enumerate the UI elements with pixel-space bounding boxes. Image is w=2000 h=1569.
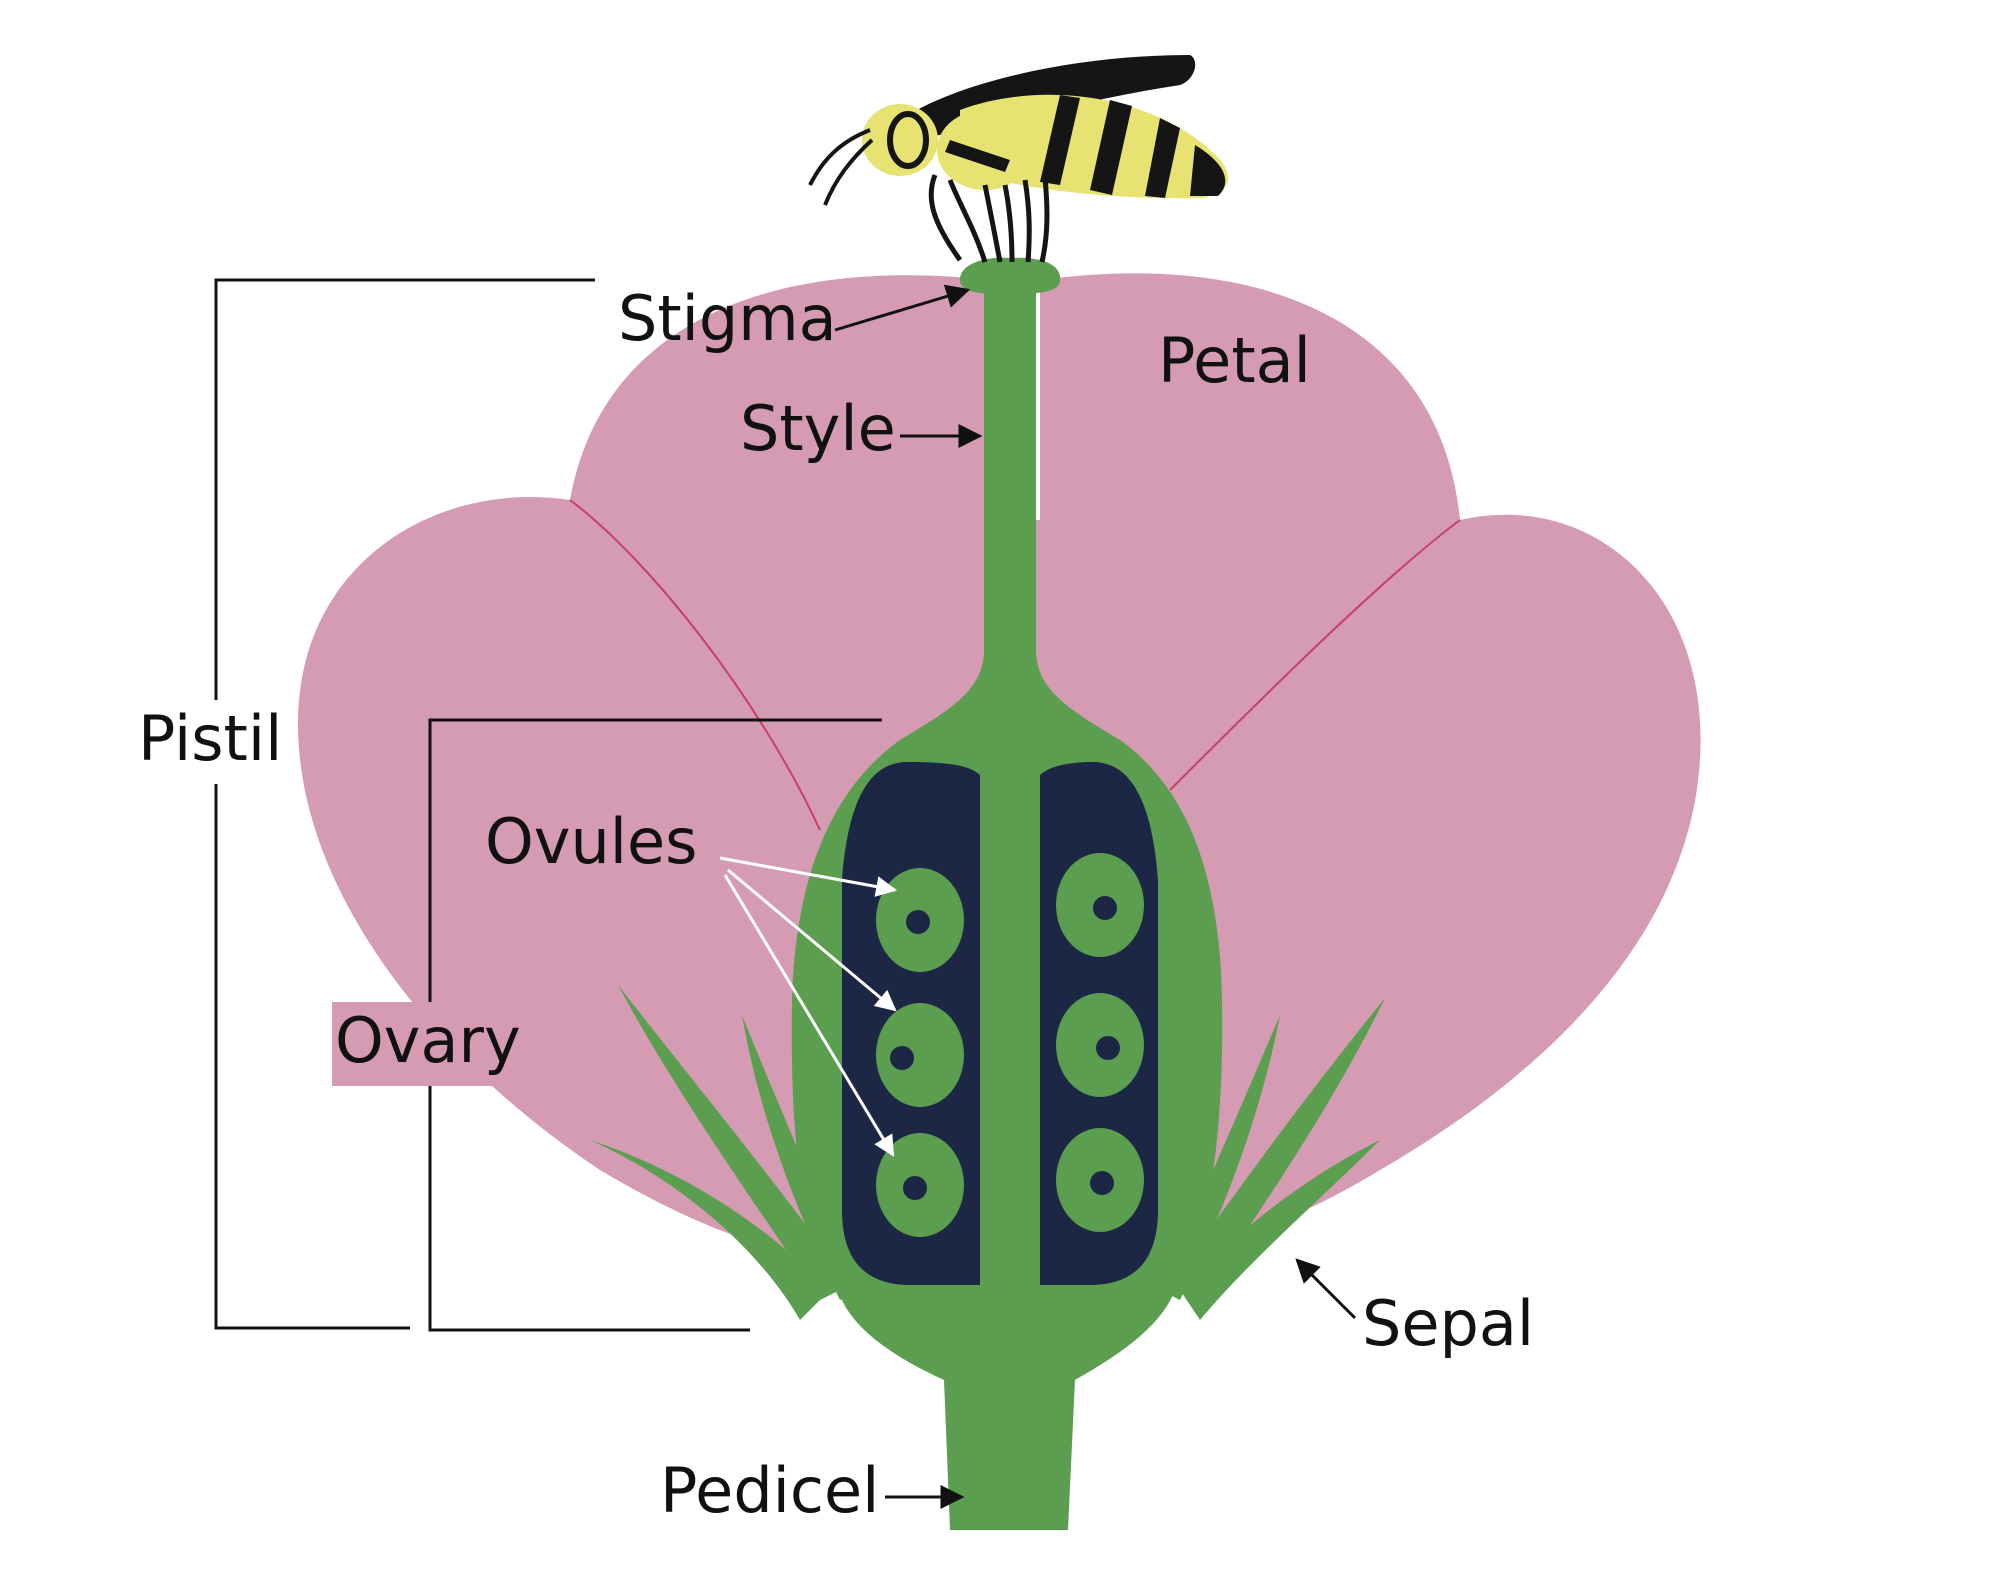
label-pistil-bg [136, 700, 298, 784]
label-pedicel: Pedicel [660, 1454, 879, 1527]
ovule-nucleus [890, 1046, 914, 1070]
label-ovary: Ovary [335, 1004, 521, 1077]
bee-stripe [1145, 118, 1180, 198]
ovule-nucleus [1093, 896, 1117, 920]
bee-stripe [1090, 100, 1132, 195]
petal-left [297, 496, 820, 1252]
bee-antenna [808, 128, 871, 186]
ovule-nucleus [1096, 1036, 1120, 1060]
ovule-nucleus [903, 1176, 927, 1200]
sepal-right-long [1170, 998, 1385, 1300]
ovule-chambers [842, 761, 1158, 1285]
pistil-bracket [214, 278, 595, 1330]
sepal-left-long [618, 985, 850, 1300]
ovule-arrow-3 [723, 874, 895, 1157]
bee-thorax-mark [945, 140, 1010, 172]
label-ovules: Ovules [485, 805, 697, 878]
stigma-arrow [834, 284, 971, 332]
bee-eye [887, 111, 929, 169]
petal-vein-right [1169, 519, 1461, 791]
sepal-far-left [590, 1140, 830, 1320]
sepals [590, 985, 1385, 1320]
petal-vein-left [569, 499, 821, 831]
label-ovary-bg [332, 1002, 528, 1086]
petal-right [1170, 514, 1701, 1246]
ovule [876, 1003, 964, 1107]
bee-icon [808, 55, 1229, 263]
stigma-shape [960, 257, 1061, 294]
sepal-far-right [1180, 1140, 1380, 1320]
ovule-nucleus [1090, 1171, 1114, 1195]
ovule-arrow-1 [719, 856, 898, 897]
ovule-arrow-2 [727, 868, 897, 1012]
label-style: Style [740, 392, 896, 465]
bee-thorax [937, 110, 1033, 190]
ovules-left [876, 868, 964, 1237]
label-sepal: Sepal [1362, 1287, 1534, 1360]
bee-stripe [1040, 95, 1080, 185]
ovule-nucleus [906, 910, 930, 934]
ovules-right [1056, 853, 1144, 1232]
label-stigma: Stigma [618, 282, 837, 355]
bee-legs [928, 174, 1050, 263]
bee-antenna [823, 138, 874, 206]
sepal-arrow [1295, 1258, 1357, 1320]
label-pistil: Pistil [138, 702, 282, 775]
label-petal: Petal [1158, 324, 1311, 397]
bee-tail [1190, 145, 1226, 196]
